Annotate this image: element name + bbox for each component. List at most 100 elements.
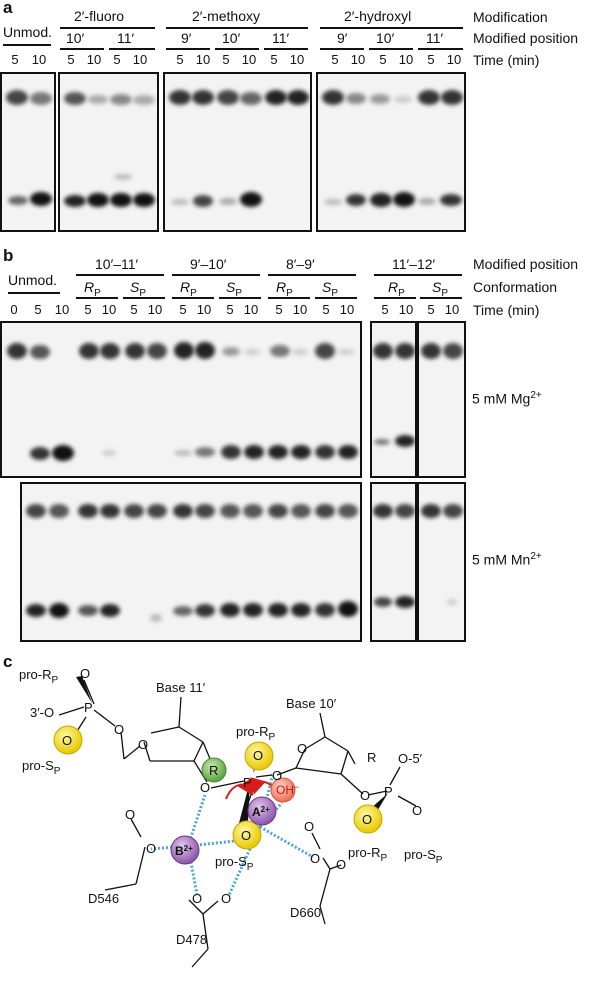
panel-b-conf-bar bbox=[315, 297, 357, 299]
gel-band bbox=[243, 603, 263, 617]
panel-a-time: 10 bbox=[132, 52, 148, 67]
panel-a-pos-bar bbox=[215, 48, 259, 50]
label-pro-sp-center: pro-SP bbox=[215, 854, 254, 873]
label-o: O bbox=[362, 812, 372, 827]
panel-a-time: 5 bbox=[379, 52, 387, 67]
gel-band bbox=[150, 614, 162, 622]
panel-a-gel-hydroxyl bbox=[316, 72, 466, 232]
gel-band bbox=[244, 349, 260, 355]
panel-a-time: 10 bbox=[398, 52, 414, 67]
gel-band bbox=[315, 504, 335, 518]
panel-a-pos-hydroxyl-10: 10′ bbox=[376, 30, 395, 46]
panel-a-time: 5 bbox=[270, 52, 278, 67]
panel-b-row-label-position: Modified position bbox=[473, 256, 579, 272]
pro-rp-oxygen-right bbox=[353, 804, 383, 834]
gel-band bbox=[79, 343, 99, 359]
gel-band bbox=[291, 603, 311, 617]
gel-band bbox=[195, 447, 215, 457]
label-d478: D478 bbox=[176, 932, 207, 947]
panel-b-time: 5 bbox=[130, 302, 138, 317]
panel-a-group-hydroxyl: 2′-hydroxyl bbox=[344, 8, 412, 24]
gel-band bbox=[147, 343, 167, 359]
pro-sp-oxygen-left bbox=[53, 725, 83, 755]
gel-band bbox=[394, 96, 412, 103]
panel-b-time: 10 bbox=[398, 302, 414, 317]
label-r-green: R bbox=[209, 763, 218, 778]
panel-a-pos-hydroxyl-11: 11′ bbox=[426, 30, 444, 46]
panel-a-gel-methoxy bbox=[163, 72, 312, 232]
panel-b-time: 5 bbox=[427, 302, 435, 317]
panel-a-pos-fluoro-10: 10′ bbox=[66, 30, 85, 46]
panel-a-pos-bar bbox=[166, 48, 210, 50]
panel-b-pos-bar bbox=[76, 274, 164, 276]
panel-b-conf-bar bbox=[123, 297, 165, 299]
panel-b-conf: RP bbox=[276, 279, 293, 299]
panel-a-pos-bar bbox=[418, 48, 463, 50]
gel-band bbox=[447, 599, 457, 605]
panel-b-gel-mn-sp bbox=[417, 482, 466, 642]
panel-b-conf-bar bbox=[268, 297, 310, 299]
panel-b-gel-mg bbox=[0, 321, 362, 478]
label-o: O bbox=[272, 768, 282, 783]
panel-a-gel-fluoro bbox=[58, 72, 159, 232]
panel-b-row-label-time: Time (min) bbox=[473, 302, 540, 318]
gel-band bbox=[169, 90, 191, 105]
gel-band bbox=[100, 504, 120, 518]
label-o-5prime: O-5′ bbox=[398, 751, 423, 766]
gel-band bbox=[374, 439, 390, 445]
gel-band bbox=[110, 94, 132, 105]
panel-b-pos-bar bbox=[374, 274, 462, 276]
gel-band bbox=[87, 193, 109, 207]
panel-c-active-site-diagram: O pro-RP 3′-O P O O pro-SP Base 11′ O R … bbox=[19, 666, 443, 968]
gel-band bbox=[64, 195, 86, 207]
gel-band bbox=[30, 345, 50, 359]
panel-a-time: 10 bbox=[31, 52, 47, 67]
gel-band bbox=[373, 343, 393, 359]
label-r-right: R bbox=[367, 750, 376, 765]
panel-a-row-label-time: Time (min) bbox=[473, 52, 540, 68]
panel-b-conf: SP bbox=[432, 279, 449, 299]
panel-b-time: 5 bbox=[322, 302, 330, 317]
gel-band bbox=[268, 504, 288, 518]
panel-b-time: 10 bbox=[444, 302, 460, 317]
panel-b-time: 5 bbox=[84, 302, 92, 317]
label-p-center: P bbox=[243, 775, 252, 790]
gel-band bbox=[147, 504, 167, 518]
panel-b-time: 10 bbox=[101, 302, 117, 317]
panel-a-time: 5 bbox=[11, 52, 19, 67]
panel-b-letter: b bbox=[3, 246, 14, 265]
panel-b-time: 5 bbox=[275, 302, 283, 317]
panel-b-pos-bar bbox=[172, 274, 260, 276]
r-substituent-green bbox=[201, 757, 227, 783]
gel-band bbox=[395, 435, 415, 447]
panel-b-gel-mn bbox=[20, 482, 362, 642]
panel-a-time: 10 bbox=[350, 52, 366, 67]
panel-b-time: 5 bbox=[381, 302, 389, 317]
gel-band bbox=[441, 90, 463, 105]
panel-a-pos-methoxy-9: 9′ bbox=[181, 30, 192, 46]
gel-band bbox=[346, 194, 366, 206]
label-o: O bbox=[310, 851, 320, 866]
panel-a-time: 10 bbox=[241, 52, 257, 67]
oh-nucleophile bbox=[270, 777, 296, 803]
panel-a-time: 5 bbox=[427, 52, 435, 67]
label-o: O bbox=[138, 737, 148, 752]
gel-band bbox=[125, 343, 145, 359]
gel-band bbox=[195, 604, 215, 617]
gel-band bbox=[114, 174, 132, 180]
gel-band bbox=[370, 94, 390, 104]
label-o: O bbox=[297, 741, 307, 756]
gel-band bbox=[26, 604, 46, 617]
panel-b-pos-bar bbox=[268, 274, 356, 276]
gel-band bbox=[221, 445, 241, 459]
panel-a-pos-bar bbox=[109, 48, 155, 50]
panel-b-conf-bar bbox=[76, 297, 118, 299]
label-pro-sp-left: pro-SP bbox=[22, 758, 61, 777]
panel-b-conf: RP bbox=[180, 279, 197, 299]
panel-a-pos-bar bbox=[264, 48, 308, 50]
gel-band bbox=[373, 504, 393, 518]
gel-band bbox=[220, 504, 240, 518]
label-o: O bbox=[62, 733, 72, 748]
gel-band bbox=[100, 604, 120, 617]
gel-band bbox=[240, 92, 262, 105]
